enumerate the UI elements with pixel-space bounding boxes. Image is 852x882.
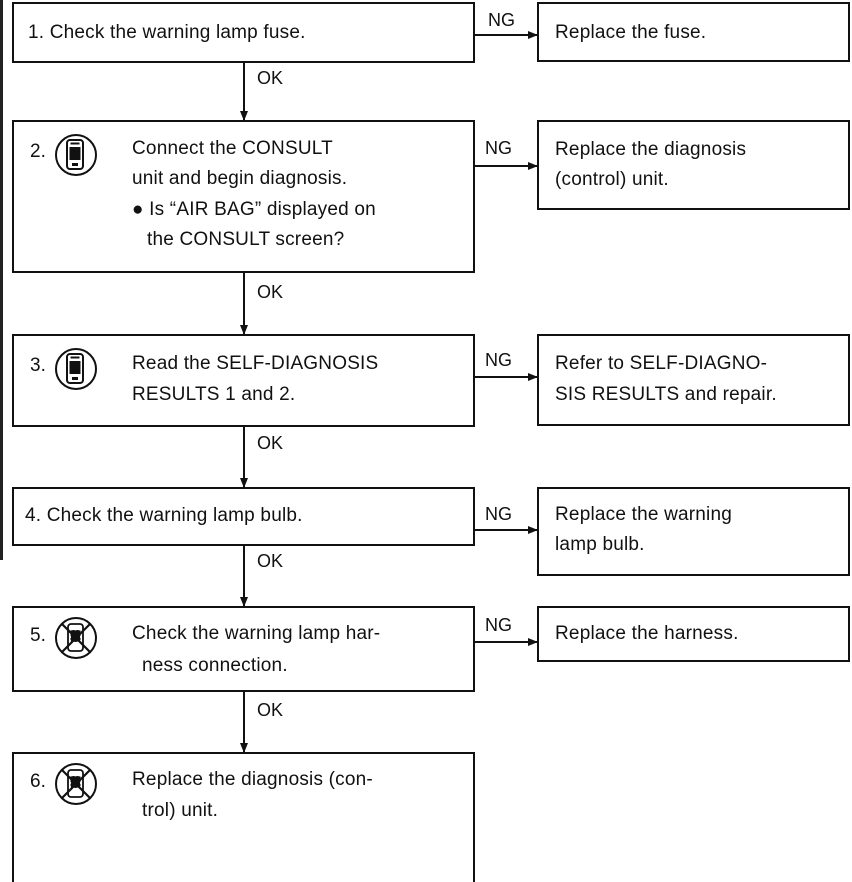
action-3-box: Refer to SELF-DIAGNO- SIS RESULTS and re…: [537, 334, 850, 426]
action-2-line-2: (control) unit.: [555, 169, 669, 190]
left-margin-rule: [0, 0, 3, 560]
ok-label: OK: [257, 433, 284, 453]
step-5-number: 5.: [30, 625, 46, 646]
step-2-line-1: Connect the CONSULT: [132, 138, 333, 159]
ok-label: OK: [257, 700, 284, 720]
step-6-box: 6. Replace the diagnosis (con- trol) uni…: [12, 752, 475, 882]
ng-label: NG: [488, 10, 515, 30]
action-5-text: Replace the harness.: [555, 623, 739, 644]
step-5-line-2: ness connection.: [142, 655, 288, 676]
consult-tester-icon: [55, 348, 97, 390]
step-2-line-4: the CONSULT screen?: [147, 229, 345, 250]
step-4-text: 4. Check the warning lamp bulb.: [25, 505, 303, 526]
step-1-box: 1. Check the warning lamp fuse.: [12, 2, 475, 63]
action-2-box: Replace the diagnosis (control) unit.: [537, 120, 850, 210]
step-2-line-3: ● Is “AIR BAG” displayed on: [132, 199, 376, 220]
step-5-box: 5. Check the warning lamp har- ness conn…: [12, 606, 475, 692]
action-4-box: Replace the warning lamp bulb.: [537, 487, 850, 576]
ok-label: OK: [257, 68, 284, 88]
no-tester-icon: [55, 617, 97, 659]
ng-label: NG: [485, 615, 512, 635]
action-3-line-2: SIS RESULTS and repair.: [555, 384, 777, 405]
step-3-line-1: Read the SELF-DIAGNOSIS: [132, 353, 379, 374]
step-4-box: 4. Check the warning lamp bulb.: [12, 487, 475, 546]
step-2-number: 2.: [30, 141, 46, 162]
ok-label: OK: [257, 551, 284, 571]
step-6-line-1: Replace the diagnosis (con-: [132, 769, 373, 790]
ok-label: OK: [257, 282, 284, 302]
action-2-line-1: Replace the diagnosis: [555, 139, 747, 160]
step-6-line-2: trol) unit.: [142, 800, 219, 821]
step-2-box: 2. Connect the CONSULT unit and begin di…: [12, 120, 475, 273]
step-3-number: 3.: [30, 355, 46, 376]
step-3-line-2: RESULTS 1 and 2.: [132, 384, 296, 405]
consult-tester-icon: [55, 134, 97, 176]
no-tester-icon: [55, 763, 97, 805]
action-1-text: Replace the fuse.: [555, 22, 707, 43]
ng-label: NG: [485, 138, 512, 158]
step-5-line-1: Check the warning lamp har-: [132, 623, 381, 644]
ng-label: NG: [485, 350, 512, 370]
action-5-box: Replace the harness.: [537, 606, 850, 662]
action-3-line-1: Refer to SELF-DIAGNO-: [555, 353, 768, 374]
action-4-line-1: Replace the warning: [555, 504, 733, 525]
action-4-line-2: lamp bulb.: [555, 534, 645, 555]
step-3-box: 3. Read the SELF-DIAGNOSIS RESULTS 1 and…: [12, 334, 475, 427]
step-2-line-2: unit and begin diagnosis.: [132, 168, 348, 189]
ng-label: NG: [485, 504, 512, 524]
action-1-box: Replace the fuse.: [537, 2, 850, 62]
step-6-number: 6.: [30, 771, 46, 792]
step-1-text: 1. Check the warning lamp fuse.: [28, 22, 306, 43]
